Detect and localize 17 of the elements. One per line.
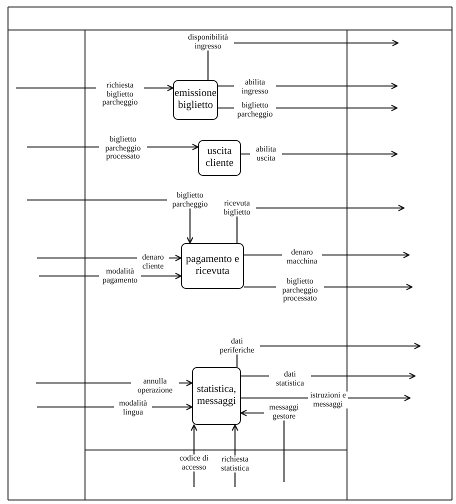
edge-label: modalità pagamento (99, 268, 141, 284)
edge-label: biglietto parcheggio processato (276, 277, 324, 303)
edge-label: modalità lingua (114, 400, 152, 416)
process-box: uscita cliente (198, 140, 241, 176)
edge-label: denaro cliente (137, 254, 169, 270)
edge-label: annulla operazione (131, 378, 179, 394)
edge-label: biglietto parcheggio processato (99, 135, 147, 161)
edge-label: abilita ingresso (234, 78, 276, 96)
edge-label: dati statistica (269, 370, 311, 388)
edge-label: richiesta biglietto parcheggio (96, 81, 144, 107)
edge-label: istruzioni e messaggi (308, 392, 348, 408)
process-box: statistica, messaggi (192, 367, 241, 425)
edge-label: abilita uscita (250, 146, 282, 162)
process-box: pagamento e ricevuta (181, 243, 244, 289)
edge-label: denaro macchina (282, 248, 322, 266)
edge-label: biglietto parcheggio (234, 102, 276, 118)
process-box: emissione biglietto (173, 80, 218, 120)
